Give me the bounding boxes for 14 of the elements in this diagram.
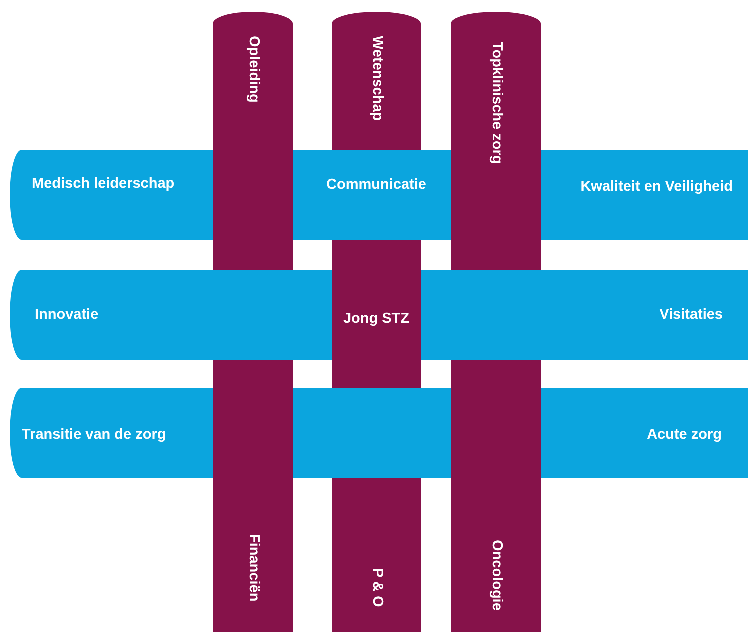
band-label: Innovatie: [35, 308, 99, 324]
band-label: Financiën: [245, 534, 261, 602]
band-label: Topklinische zorg: [488, 42, 504, 164]
band-label: Communicatie: [326, 178, 426, 194]
band-label: Oncologie: [488, 540, 504, 611]
band-label: Acute zorg: [647, 428, 722, 444]
band-label: Kwaliteit en Veiligheid: [580, 180, 733, 196]
band-label: Transitie van de zorg: [22, 428, 166, 444]
band-label: Visitaties: [660, 308, 723, 324]
band-label: Medisch leiderschap: [32, 177, 175, 193]
band-label: P & O: [368, 568, 384, 608]
band-label: Opleiding: [245, 36, 261, 103]
band-label: Jong STZ: [343, 312, 410, 328]
band-label: Wetenschap: [368, 36, 384, 122]
